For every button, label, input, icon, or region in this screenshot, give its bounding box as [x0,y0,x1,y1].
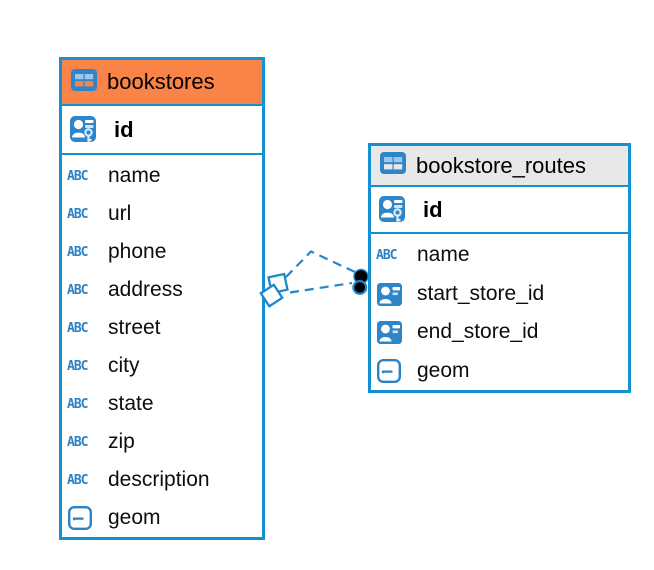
column-row-geom[interactable]: geom [371,352,628,391]
column-name: id [114,116,134,142]
column-name: geom [417,358,470,382]
text-type-icon: ABC [67,434,89,450]
column-row-url[interactable]: ABC url [62,195,262,233]
column-name: name [108,164,161,187]
table-bookstores-header[interactable]: bookstores [62,60,262,106]
column-row-city[interactable]: ABC city [62,347,262,385]
table-bookstores[interactable]: bookstores id ABC name [59,57,265,540]
table-bookstore-routes[interactable]: bookstore_routes id ABC name [368,143,631,393]
text-type-icon: ABC [67,358,89,374]
column-row-name[interactable]: ABC name [371,236,628,275]
column-name: zip [108,430,135,453]
column-row-end-store-id[interactable]: end_store_id [371,313,628,352]
column-row-address[interactable]: ABC address [62,271,262,309]
column-name: city [108,354,140,377]
column-name: start_store_id [417,281,545,305]
table-bookstore-routes-header[interactable]: bookstore_routes [371,146,628,187]
primary-key-icon [378,195,414,225]
column-row-id[interactable]: id [62,106,262,155]
column-name: end_store_id [417,320,539,344]
column-row-phone[interactable]: ABC phone [62,233,262,271]
column-row-state[interactable]: ABC state [62,385,262,423]
column-name: name [417,243,470,267]
geometry-type-icon [376,358,412,384]
table-title: bookstore_routes [416,152,586,178]
column-row-zip[interactable]: ABC zip [62,423,262,461]
foreign-key-icon [376,319,412,345]
column-row-name[interactable]: ABC name [62,157,262,195]
column-list: ABC name start_store_id [371,234,628,390]
relationship-line-upper[interactable] [285,250,357,278]
text-type-icon: ABC [376,247,398,264]
column-name: address [108,278,183,301]
column-list: ABC name ABC url ABC phone ABC address A… [62,155,262,537]
relationship-endpoint-dots[interactable] [352,268,369,296]
column-row-geom[interactable]: geom [62,499,262,537]
column-name: description [108,468,210,491]
table-title: bookstores [107,69,215,94]
column-name: street [108,316,161,339]
text-type-icon: ABC [67,396,89,412]
text-type-icon: ABC [67,244,89,260]
column-name: state [108,392,154,415]
column-name: url [108,202,132,225]
text-type-icon: ABC [67,206,89,222]
column-name: geom [108,506,161,529]
text-type-icon: ABC [67,168,89,184]
column-row-start-store-id[interactable]: start_store_id [371,275,628,314]
text-type-icon: ABC [67,472,89,488]
column-row-description[interactable]: ABC description [62,461,262,499]
table-icon [379,150,407,181]
table-icon [70,67,98,98]
text-type-icon: ABC [67,282,89,298]
column-row-street[interactable]: ABC street [62,309,262,347]
column-row-id[interactable]: id [371,187,628,234]
primary-key-icon [69,115,105,145]
relationship-line-lower[interactable] [289,281,353,294]
foreign-key-icon [376,281,412,307]
geometry-type-icon [67,505,103,531]
column-name: id [423,196,443,222]
column-name: phone [108,240,167,263]
text-type-icon: ABC [67,320,89,336]
